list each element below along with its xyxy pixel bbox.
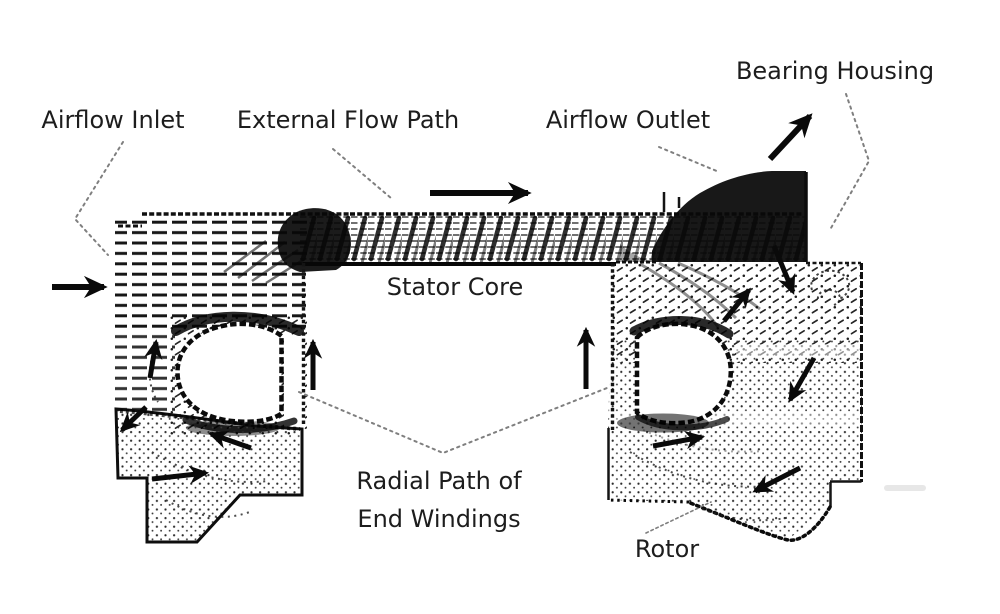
right-end-winding-pocket [634,321,734,426]
left-rotor-flow-arrow [151,465,210,485]
flow-arrows [52,113,817,494]
inlet-up-arrow [144,338,163,379]
stator-core-region [277,208,616,460]
scan-smudge [884,485,926,491]
label-radial-path: Radial Path of End Windings [356,462,521,538]
left-rotor-return-arrow [208,430,252,451]
rotor-left-region [114,407,304,544]
leader-rotor [645,501,712,534]
leader-bearing-housing [830,93,871,229]
rotor-right-return-arrow [752,465,802,494]
bearing-housing-hump [652,171,806,262]
housing-down-arrow [771,245,796,295]
label-external-flow-path: External Flow Path [236,106,460,134]
label-airflow-outlet: Airflow Outlet [545,106,711,134]
label-airflow-inlet: Airflow Inlet [41,106,185,134]
leader-lines [73,93,871,534]
bearing-outlet-arrow [767,113,813,162]
right-winding-up-arrow [722,287,751,323]
label-bearing-housing: Bearing Housing [735,57,935,85]
left-end-winding-pocket [175,321,284,424]
label-radial-path-line1: Radial Path of [356,467,522,495]
leader-radial-path [298,387,608,455]
label-stator-core: Stator Core [386,273,524,301]
bearing-housing-region [607,171,863,542]
housing-mid-down-arrow [787,356,817,403]
left-corner-arrow [119,405,148,433]
leader-external-flow-path [332,148,392,199]
rotor-right-flow-arrow [652,430,706,450]
label-rotor: Rotor [634,535,700,563]
leader-airflow-outlet [658,146,720,173]
label-radial-path-line2: End Windings [357,505,521,533]
